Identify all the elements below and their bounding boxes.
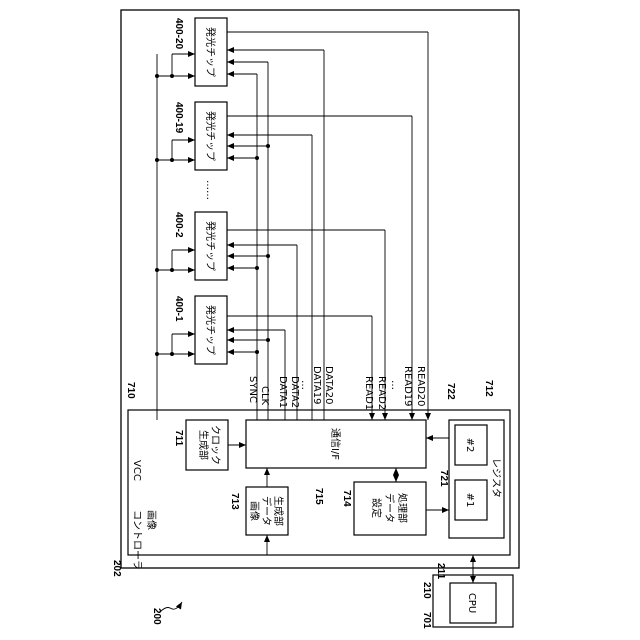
controller-title-line1: 画像: [145, 510, 157, 530]
signal-clk: CLK: [259, 386, 270, 406]
signal-data-dots: …: [299, 380, 310, 390]
image-data-ref: 713: [229, 493, 240, 510]
controller-title-line2: コントローラ: [131, 510, 143, 570]
chip-ref-400-1: 400-1: [173, 296, 184, 322]
register-ref: 712: [483, 380, 494, 397]
setting-ref: 714: [341, 490, 352, 507]
signal-sync: SYNC: [247, 376, 258, 403]
cpu-board-ref: 210: [421, 582, 432, 599]
bus-ref: 211: [435, 563, 446, 580]
image-data-line3: 生成部: [272, 496, 285, 526]
signal-read-dots: …: [389, 380, 400, 390]
controller-ref: 710: [125, 382, 136, 399]
comm-if-label: 通信I/F: [329, 428, 341, 460]
signal-read20: READ20: [415, 366, 426, 407]
signal-data19: DATA19: [311, 366, 322, 405]
clock-gen-ref: 711: [173, 430, 184, 447]
setting-line3: 処理部: [396, 493, 409, 523]
clock-gen-line1: クロック: [209, 425, 221, 465]
vcc-label: VCC: [131, 460, 142, 481]
signal-read1: READ1: [363, 376, 374, 410]
chip-label-400-20: 発光チップ: [204, 27, 217, 77]
system-ref-leader: [160, 602, 182, 612]
cpu-ref: 701: [421, 612, 432, 629]
signal-read19: READ19: [402, 366, 413, 407]
clock-gen-line2: 生成部: [197, 430, 210, 460]
register-2-ref: 722: [445, 383, 456, 400]
chip-label-400-1: 発光チップ: [204, 305, 217, 355]
chip-label-400-2: 発光チップ: [204, 221, 217, 271]
image-data-line2: データ: [260, 496, 273, 526]
image-data-line1: 画像: [248, 501, 260, 521]
chip-ref-400-19: 400-19: [173, 102, 184, 134]
chip-ellipsis: ……: [204, 180, 215, 200]
chip-ref-400-20: 400-20: [173, 18, 184, 50]
setting-line1: 設定: [370, 498, 383, 518]
signal-read2: READ2: [376, 376, 387, 410]
setting-line2: データ: [383, 493, 396, 523]
cpu-label: CPU: [466, 593, 477, 613]
register-1-ref: 721: [438, 470, 449, 487]
system-ref: 200: [151, 608, 162, 625]
register-2-label: #2: [464, 438, 475, 453]
chip-ref-400-2: 400-2: [173, 212, 184, 238]
register-label: レジスタ: [490, 458, 502, 498]
signal-data20: DATA20: [323, 366, 334, 405]
chip-label-400-19: 発光チップ: [204, 111, 217, 161]
printer-ref: 202: [111, 560, 122, 577]
comm-if-ref: 715: [313, 488, 324, 505]
register-1-label: #1: [464, 493, 475, 508]
signal-data1: DATA1: [277, 376, 288, 408]
signal-data2: DATA2: [289, 376, 300, 408]
